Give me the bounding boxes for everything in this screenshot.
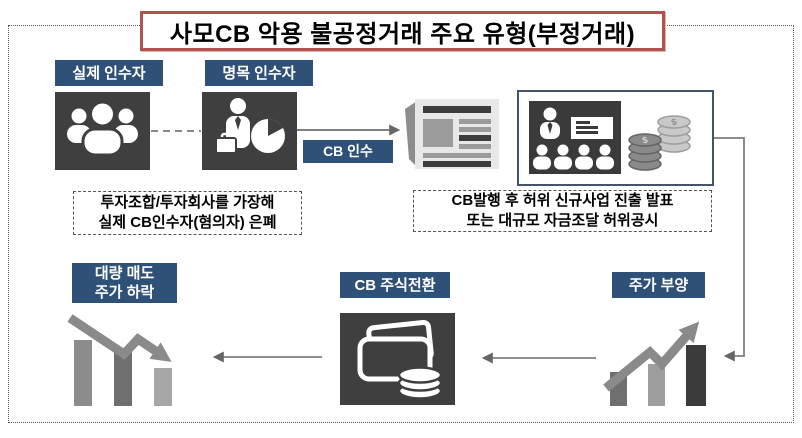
presentation-audience-icon bbox=[533, 107, 614, 170]
fundraising-coins: $ $ bbox=[627, 100, 707, 178]
declining-bar-chart-icon bbox=[67, 314, 172, 406]
label-cb-acquisition-text: CB 인수 bbox=[323, 143, 373, 159]
label-price-boost-text: 주가 부양 bbox=[628, 276, 689, 294]
note-concealment: 투자조합/투자회사를 가장해 실제 CB인수자(혐의자) 은폐 bbox=[73, 191, 302, 235]
disclosure-news bbox=[403, 93, 503, 173]
presentation-box bbox=[529, 101, 621, 174]
label-nominal-acquirer-text: 명목 인수자 bbox=[222, 64, 296, 82]
note-false-disclosure-line1: CB발행 후 허위 신규사업 진출 발표 bbox=[451, 192, 674, 209]
nominal-acquirer-box bbox=[202, 92, 297, 170]
note-false-disclosure-line2: 또는 대규모 자금조달 허위공시 bbox=[466, 212, 659, 229]
svg-text:$: $ bbox=[641, 134, 649, 145]
label-actual-acquirer-text: 실제 인수자 bbox=[72, 64, 146, 82]
page-title: 사모CB 악용 불공정거래 주요 유형(부정거래) bbox=[140, 11, 665, 51]
note-concealment-line2: 실제 CB인수자(혐의자) 은폐 bbox=[98, 214, 277, 231]
cb-conversion-box bbox=[340, 313, 455, 405]
label-cb-acquisition: CB 인수 bbox=[303, 140, 393, 163]
svg-text:$: $ bbox=[670, 116, 678, 127]
elbow-connector bbox=[710, 137, 745, 362]
price-boost-chart bbox=[598, 312, 713, 407]
cards-coins-icon bbox=[357, 319, 443, 400]
false-disclosure-panel: $ $ bbox=[517, 90, 714, 186]
rising-bar-chart-icon bbox=[603, 321, 706, 406]
newspaper-icon bbox=[405, 99, 499, 169]
label-cb-conversion-text: CB 주식전환 bbox=[354, 276, 436, 294]
label-mass-sell-line2: 주가 하락 bbox=[94, 284, 155, 301]
label-actual-acquirer: 실제 인수자 bbox=[55, 60, 163, 86]
note-false-disclosure: CB발행 후 허위 신규사업 진출 발표 또는 대규모 자금조달 허위공시 bbox=[413, 190, 712, 232]
label-mass-sell-line1: 대량 매도 bbox=[94, 265, 155, 282]
actual-acquirer-box bbox=[55, 92, 150, 170]
label-mass-sell: 대량 매도 주가 하락 bbox=[72, 263, 177, 303]
note-concealment-line1: 투자조합/투자회사를 가장해 bbox=[100, 194, 275, 211]
businessman-piechart-icon bbox=[215, 98, 285, 154]
price-drop-chart bbox=[60, 308, 210, 408]
label-cb-conversion: CB 주식전환 bbox=[340, 272, 450, 298]
label-price-boost: 주가 부양 bbox=[612, 272, 705, 298]
page-title-text: 사모CB 악용 불공정거래 주요 유형(부정거래) bbox=[169, 20, 636, 48]
people-group-icon bbox=[67, 100, 138, 157]
label-nominal-acquirer: 명목 인수자 bbox=[205, 60, 313, 86]
coin-stacks-icon: $ $ bbox=[628, 115, 691, 171]
